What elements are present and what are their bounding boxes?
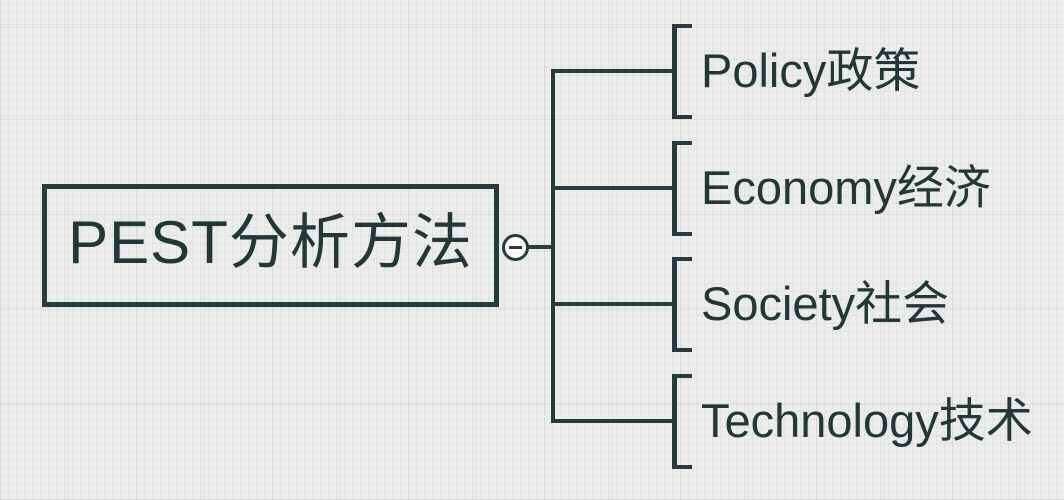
branch-connector-policy xyxy=(553,69,674,73)
branch-bracket-technology xyxy=(672,374,692,469)
branch-connector-society xyxy=(553,302,674,306)
branch-node-policy[interactable]: Policy政策 xyxy=(701,43,921,97)
root-node-label: PEST分析方法 xyxy=(68,208,473,276)
branch-node-society[interactable]: Society社会 xyxy=(701,276,950,330)
branch-bracket-policy xyxy=(672,24,692,119)
branch-bracket-society xyxy=(672,257,692,352)
minus-icon xyxy=(509,246,522,249)
branch-node-technology[interactable]: Technology技术 xyxy=(701,393,1033,447)
root-connector-stub xyxy=(528,245,554,249)
collapse-button[interactable] xyxy=(502,234,529,261)
branch-bracket-economy xyxy=(672,141,692,236)
branch-connector-technology xyxy=(553,419,674,423)
branch-node-economy[interactable]: Economy经济 xyxy=(701,160,991,214)
branch-connector-economy xyxy=(553,186,674,190)
root-node[interactable]: PEST分析方法 xyxy=(42,184,499,307)
connector-trunk xyxy=(551,69,555,423)
